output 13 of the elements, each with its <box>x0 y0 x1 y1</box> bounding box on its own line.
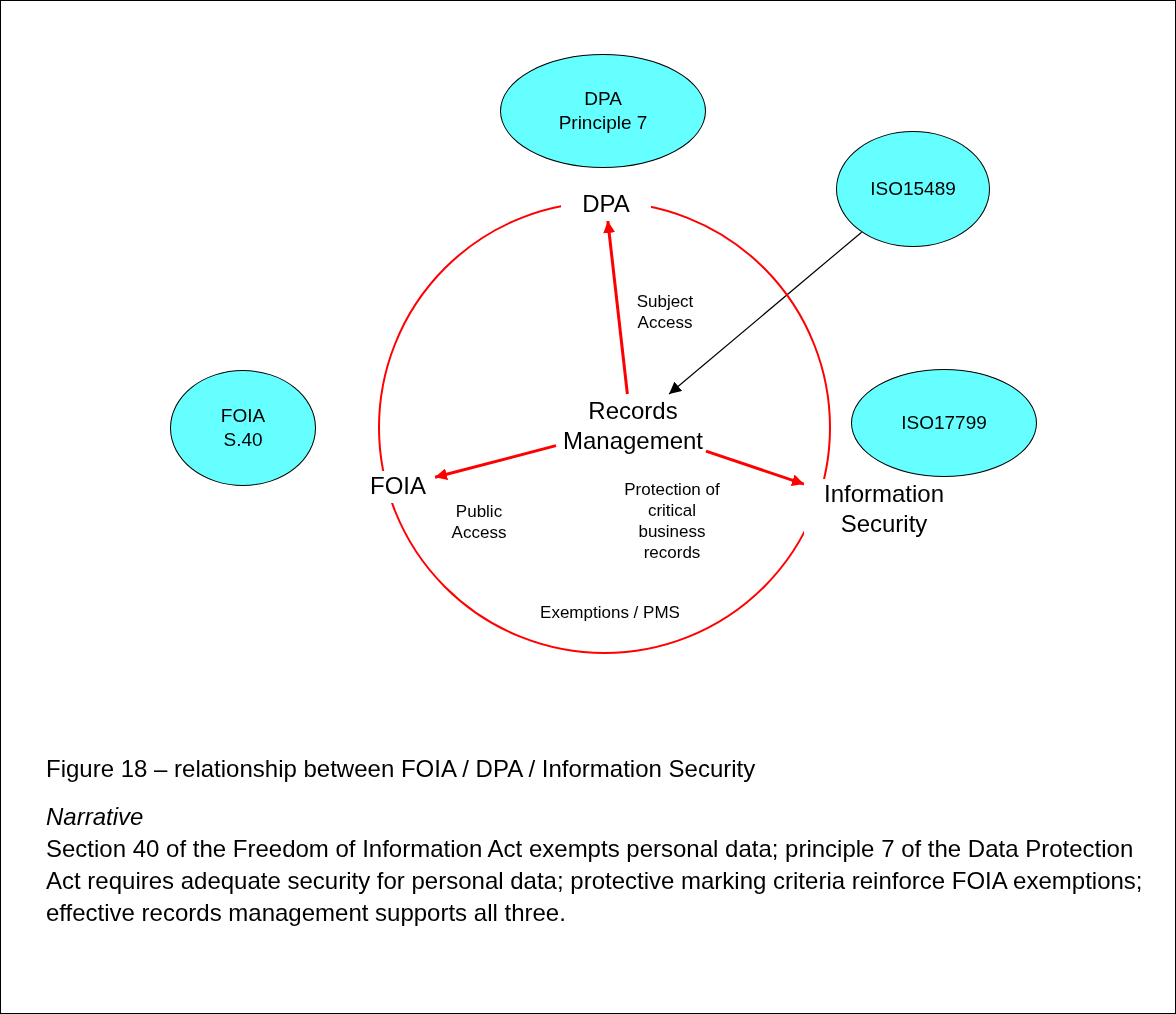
arrow <box>603 220 629 395</box>
node-label: Records Management <box>558 396 708 460</box>
node-label: DPA Principle 7 <box>557 87 649 135</box>
narrative-paragraph: Section 40 of the Freedom of Information Act exempts personal data; principle 7 of the Data Protection Act requires adequate security for personal data; protective marking criteria reinforce FOIA exemptions; effective records management supports all three. <box>46 834 1144 928</box>
circle-label: Exemptions / PMS <box>539 603 681 623</box>
arrow <box>668 231 863 395</box>
figure-caption: Figure 18 – relationship between FOIA / DPA / Information Security <box>46 754 757 784</box>
section-heading: Narrative <box>46 802 145 832</box>
node-label: FOIA S.40 <box>219 404 267 452</box>
node-label: ISO15489 <box>869 177 957 201</box>
arrow <box>705 449 805 486</box>
node-label: ISO17799 <box>900 411 988 435</box>
arrow <box>434 444 557 481</box>
